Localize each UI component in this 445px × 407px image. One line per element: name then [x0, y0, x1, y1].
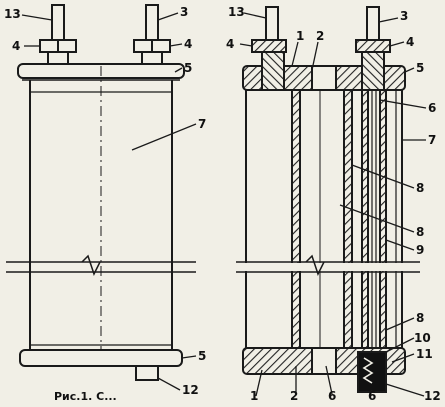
left-label-4a: 4	[12, 39, 20, 53]
right-label-6-bottom-a: 6	[328, 389, 336, 403]
right-label-1-top: 1	[296, 29, 304, 43]
right-section-view	[236, 6, 420, 393]
right-nut-4a	[251, 39, 287, 53]
left-label-3: 3	[180, 5, 188, 19]
top-center-hole	[311, 65, 337, 91]
right-label-4b: 4	[406, 35, 414, 49]
right-label-6-bottom-b: 6	[368, 389, 376, 403]
right-drain-plug	[357, 351, 387, 393]
right-label-8b: 8	[416, 225, 424, 239]
right-label-1-bottom: 1	[250, 389, 258, 403]
right-label-2-bottom: 2	[290, 389, 298, 403]
right-label-9: 9	[416, 243, 424, 257]
right-label-8c: 8	[416, 311, 424, 325]
left-label-5b: 5	[198, 349, 206, 363]
figure-caption: Рис.1. С...	[54, 390, 117, 403]
left-label-5a: 5	[184, 61, 192, 75]
left-label-12: 12	[182, 383, 199, 397]
right-label-10: 10	[414, 331, 431, 345]
right-label-6: 6	[428, 101, 436, 115]
right-label-2-top: 2	[316, 29, 324, 43]
right-label-3: 3	[400, 9, 408, 23]
left-drain-plug-12	[135, 365, 159, 381]
left-label-7: 7	[198, 117, 206, 131]
inner-tube-left	[291, 89, 301, 353]
bottom-center-hole	[311, 347, 337, 375]
right-label-12: 12	[424, 389, 441, 403]
right-label-11: 11	[416, 347, 433, 361]
right-label-4a: 4	[226, 37, 234, 51]
right-label-5: 5	[416, 61, 424, 75]
electrode-tube-outer	[361, 89, 369, 353]
right-label-13: 13	[228, 5, 245, 19]
left-exterior-view	[6, 4, 196, 381]
right-label-7: 7	[428, 133, 436, 147]
left-label-4b: 4	[184, 37, 192, 51]
left-bottom-flange	[19, 349, 183, 367]
right-nut-4b	[355, 39, 391, 53]
right-label-8a: 8	[416, 181, 424, 195]
left-label-13: 13	[4, 7, 21, 21]
inner-tube-center	[343, 89, 353, 353]
